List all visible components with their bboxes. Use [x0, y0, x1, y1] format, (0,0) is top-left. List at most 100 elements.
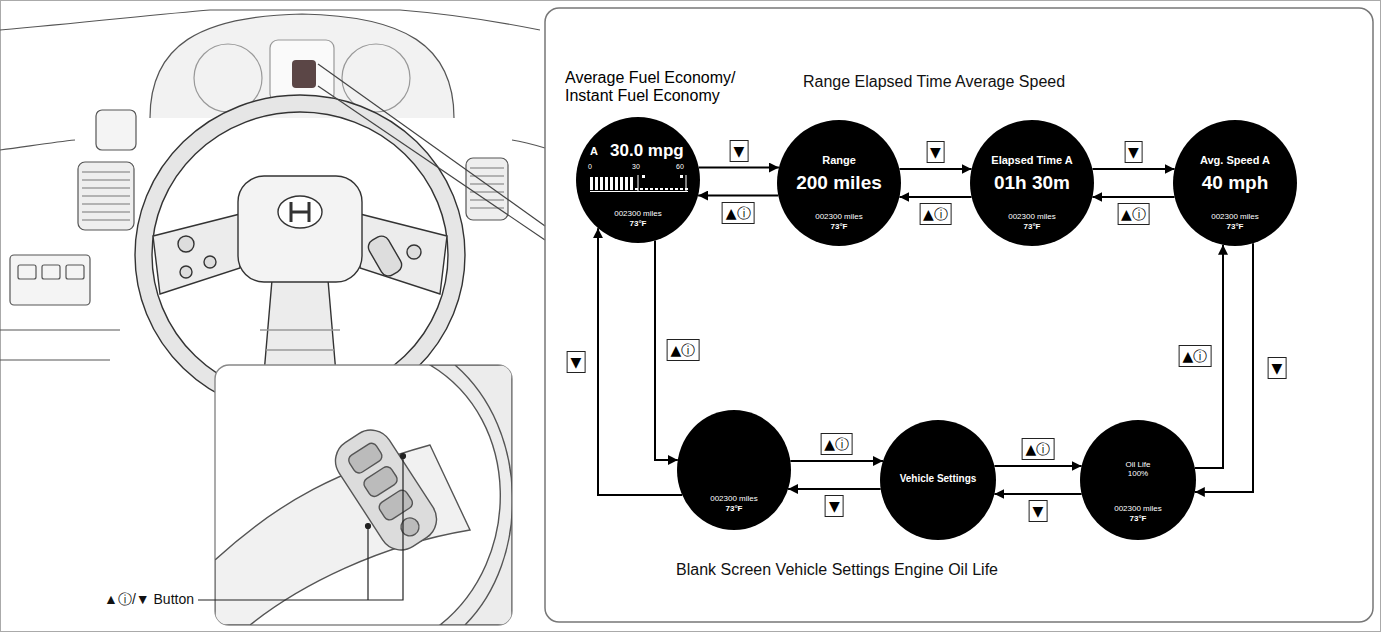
leader-line: [367, 528, 368, 600]
callout-wedge: [318, 64, 545, 226]
leader-line: [366, 524, 371, 529]
screen-text: 30: [632, 163, 640, 171]
button-label: ▼: [1124, 141, 1143, 163]
screen-outline: [576, 117, 700, 243]
economy-bar: [610, 177, 613, 190]
dashboard: [342, 44, 410, 112]
economy-bar: [625, 177, 628, 190]
button-label: ▲ⓘ: [667, 339, 700, 361]
steering-wheel: [153, 214, 240, 294]
screen-text: 73°F: [576, 219, 700, 228]
dashboard: [78, 162, 134, 230]
screen-text: 200 miles: [777, 172, 901, 194]
inset-closeup: [377, 488, 415, 522]
dashboard: [0, 140, 75, 150]
inset-closeup: [362, 465, 400, 499]
economy-bar: [620, 177, 623, 190]
button-label: ▲ⓘ: [1117, 203, 1150, 225]
screen-text: 73°F: [677, 504, 791, 513]
flow-arrow: [899, 168, 971, 170]
economy-bar: [675, 188, 678, 190]
economy-bar: [640, 188, 643, 190]
flow-arrow: [899, 196, 971, 198]
screen-text: Oil Life 100%: [1118, 460, 1158, 478]
screen-outline: [677, 410, 791, 530]
flow-arrow: [1092, 168, 1174, 170]
economy-scale: [590, 175, 688, 192]
button-label: ▲ⓘ: [919, 203, 952, 225]
display-screen: Avg. Speed A40 mph002300 miles73°F: [1173, 120, 1297, 246]
dashboard: [96, 110, 136, 150]
steering-wheel: [365, 233, 404, 279]
diagram-panel: [545, 8, 1373, 622]
steering-wheel: [278, 196, 322, 228]
callout-wedge: [318, 86, 545, 240]
callout-wedge: [318, 64, 545, 240]
display-screen: Oil Life 100%002300 miles73°F: [1080, 420, 1196, 540]
inset-closeup: [455, 365, 512, 625]
screen-text: 002300 miles: [677, 494, 791, 503]
inset-closeup: [327, 422, 445, 559]
flow-arrow: [994, 493, 1081, 495]
screen-text: Range: [777, 154, 901, 167]
caption-label: Range Elapsed Time Average Speed: [803, 72, 1065, 91]
screen-text: A: [590, 145, 598, 158]
screen-outline: [880, 420, 996, 540]
flow-arrow: [598, 228, 682, 495]
economy-marker: [642, 175, 645, 178]
leader-line: [401, 454, 406, 459]
button-label: ▼: [567, 351, 586, 373]
screen-text: 0: [588, 163, 592, 171]
economy-bar: [615, 177, 618, 190]
display-screen: 002300 miles73°F: [677, 410, 791, 530]
display-screen: Range 200 miles 002300 miles73°F: [777, 120, 901, 246]
flow-arrow: [1195, 243, 1253, 492]
economy-bar: [650, 188, 653, 190]
flow-arrow: [994, 465, 1081, 467]
economy-bar: [670, 188, 673, 190]
screen-outline: [970, 120, 1094, 246]
economy-bar: [600, 177, 603, 190]
button-label: ▼: [825, 495, 844, 517]
display-screen: Vehicle Settings: [880, 420, 996, 540]
vent-slats: [470, 168, 504, 208]
dashboard: [0, 330, 120, 360]
leader-line: [198, 458, 403, 600]
screen-text: 30.0 mpg: [610, 141, 684, 161]
display-area: [292, 60, 316, 88]
steering-wheel: [260, 330, 340, 350]
button-label: ▼: [1268, 357, 1287, 379]
button-label: ▲ⓘ: [1179, 345, 1212, 367]
screen-text: 002300 miles: [1080, 504, 1196, 513]
flow-arrow: [698, 195, 778, 197]
screen-text: 73°F: [777, 222, 901, 231]
flow-arrow: [1092, 196, 1174, 198]
economy-bar: [590, 177, 593, 190]
dashboard: [512, 140, 545, 148]
economy-bar: [595, 177, 598, 190]
screen-text: 73°F: [970, 222, 1094, 231]
display-screen: Average Fuel Economy/ Instant Fuel Econo…: [576, 117, 700, 243]
steering-wheel: [204, 256, 216, 268]
inset-closeup: [215, 365, 512, 625]
screen-text: 40 mph: [1173, 172, 1297, 194]
screen-text: 73°F: [1173, 222, 1297, 231]
button-label: ▲ⓘ: [1022, 438, 1055, 460]
economy-bar: [605, 177, 608, 190]
dashboard: [42, 265, 60, 279]
screen-text: 60: [676, 163, 684, 171]
screen-text: 002300 miles: [777, 212, 901, 221]
inset-closeup: [327, 422, 445, 559]
economy-bar: [680, 188, 683, 190]
inset-closeup: [215, 365, 513, 625]
screen-text: Vehicle Settings: [880, 473, 996, 485]
flow-arrow: [790, 460, 883, 462]
dashboard: [270, 40, 334, 102]
economy-bar: [660, 188, 663, 190]
flow-arrow: [699, 167, 779, 169]
screen-text: Avg. Speed A: [1173, 154, 1297, 167]
button-label: ▲ⓘ: [722, 202, 755, 224]
